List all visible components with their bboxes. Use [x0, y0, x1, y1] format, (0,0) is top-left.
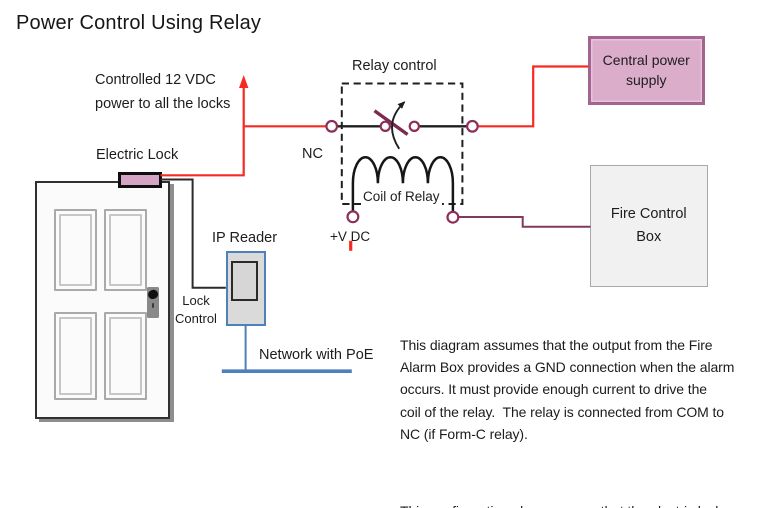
relay-control-label: Relay control	[352, 58, 437, 74]
nc-label: NC	[302, 146, 323, 162]
relay-terminals	[325, 119, 479, 224]
page-title: Power Control Using Relay	[16, 12, 262, 34]
terminal-coil-left	[346, 210, 360, 224]
switch-contact-left	[379, 120, 391, 133]
keyhole	[151, 303, 154, 308]
controlled-power-label: Controlled 12 VDC power to all the locks	[95, 72, 231, 112]
notes-paragraph-2: This configuration also assumes that the…	[400, 500, 734, 508]
terminal-nc-right	[466, 119, 479, 133]
terminal-nc-left	[325, 119, 339, 133]
ip-reader-label: IP Reader	[212, 230, 278, 246]
ip-reader-screen	[231, 261, 258, 301]
electric-lock-label: Electric Lock	[96, 147, 179, 163]
central-power-supply-label: Central power supply	[602, 51, 690, 89]
notes-paragraph-1: This diagram assumes that the output fro…	[400, 336, 735, 443]
wire-relay-to-supply	[478, 65, 589, 128]
switch-motion-arrow	[391, 101, 406, 150]
door-panel	[54, 209, 97, 291]
up-arrowhead	[239, 75, 249, 88]
switch-blade	[373, 109, 409, 136]
electric-lock-device	[117, 171, 162, 188]
lock-control-label: Lock Control	[175, 293, 217, 326]
door	[35, 181, 170, 419]
door-panel	[104, 209, 147, 291]
terminal-coil-right	[446, 210, 460, 224]
door-panel-inner	[109, 214, 142, 286]
central-power-supply-box: Central power supply	[588, 36, 705, 105]
fire-control-box-label: Fire Control Box	[610, 206, 687, 245]
switch-contact-right	[408, 120, 420, 133]
network-with-poe-label: Network with PoE	[259, 347, 374, 363]
fire-control-box: Fire Control Box	[590, 165, 708, 287]
door-panel-inner	[59, 317, 92, 395]
door-knob	[146, 288, 159, 300]
wire-coil-to-firebox	[458, 216, 591, 228]
notes-block: This diagram assumes that the output fro…	[400, 289, 734, 508]
coil-of-relay-label: Coil of Relay	[361, 187, 442, 207]
ip-reader-device	[226, 251, 266, 326]
door-panel	[54, 312, 97, 400]
door-panel	[104, 312, 147, 400]
door-panel-inner	[109, 317, 142, 395]
door-handle	[146, 287, 159, 318]
door-panel-inner	[59, 214, 92, 286]
relay-dashed-outline	[340, 82, 464, 205]
plus-v-dc-label: +V DC	[330, 229, 371, 244]
